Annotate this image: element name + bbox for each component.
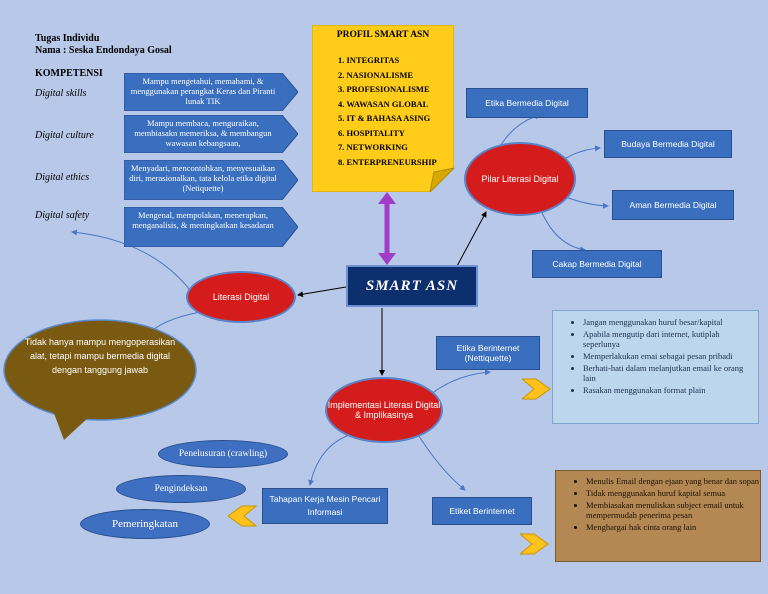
mesin-pencari-label: Tahapan Kerja Mesin Pencari Informasi	[262, 488, 388, 524]
kompetensi-heading: KOMPETENSI	[35, 68, 103, 79]
etika-berinternet-label: Etika Berinternet (Nettiquette)	[436, 336, 540, 370]
literasi-digital-node: Literasi Digital	[186, 271, 296, 323]
etika-point: Berhati-hati dalam melanjutkan email ke …	[583, 363, 758, 383]
etiket-point: Menulis Email dengan ejaan yang benar da…	[586, 476, 760, 486]
chevron-arrow-icon	[520, 373, 552, 401]
etika-points-box: Jangan menggunakan huruf besar/kapital A…	[552, 310, 759, 424]
profil-item: 6. HOSPITALITY	[338, 127, 405, 138]
chevron-arrow-icon	[518, 528, 550, 556]
pilar-item-aman: Aman Bermedia Digital	[612, 190, 734, 220]
competency-label: Digital safety	[35, 210, 90, 221]
implementasi-node: Implementasi Literasi Digital & Implikas…	[325, 377, 443, 443]
profil-item: 3. PROFESIONALISME	[338, 84, 430, 94]
profil-list: 1. INTEGRITAS 2. NASIONALISME 3. PROFESI…	[338, 53, 437, 169]
profil-title: PROFIL SMART ASN	[336, 30, 430, 40]
student-name: Nama : Seska Endondaya Gosal	[35, 45, 172, 56]
etika-point: Apabila mengutip dari internet, kutiplah…	[583, 329, 758, 349]
profil-item: 1. INTEGRITAS	[338, 55, 400, 65]
etiket-point: Menghargai hak cinta orang lain	[586, 522, 760, 532]
competency-label: Digital culture	[35, 130, 94, 141]
etika-point: Rasakan menggunakan format plain	[583, 385, 758, 395]
profil-item: 2. NASIONALISME	[338, 69, 414, 80]
etiket-berinternet-label: Etiket Berinternet	[432, 497, 532, 525]
profil-item: 8. ENTERPRENEURSHIP	[338, 156, 437, 167]
competency-arrow: Mengenal, mempolakan, menerapkan, mengan…	[124, 207, 298, 247]
etika-point: Jangan menggunakan huruf besar/kapital	[583, 317, 758, 327]
pilar-item-budaya: Budaya Bermedia Digital	[604, 130, 732, 158]
profil-item: 4. WAWASAN GLOBAL	[338, 98, 429, 109]
pilar-literasi-node: Pilar Literasi Digital	[464, 142, 576, 216]
mesin-step-ranking: Pemeringkatan	[80, 509, 210, 539]
etiket-point: Membiasakan menuliskan subject email unt…	[586, 500, 760, 520]
etiket-points-box: Menulis Email dengan ejaan yang benar da…	[555, 470, 761, 562]
competency-arrow: Menyadari, mencontohkan, menyesuaikan di…	[124, 160, 298, 200]
etiket-point: Tidak menggunakan huruf kapital semua	[586, 488, 760, 498]
competency-arrow: Mampu membaca, menguraikan, membiasakn m…	[124, 115, 298, 153]
etika-point: Memperlakukan emai sebagai pesan pribadi	[583, 351, 758, 361]
chevron-arrow-icon	[227, 500, 258, 528]
mesin-step-crawling: Penelusuran (crawling)	[158, 440, 288, 468]
competency-label: Digital ethics	[35, 172, 90, 183]
pilar-item-etika: Etika Bermedia Digital	[466, 88, 588, 118]
pilar-item-cakap: Cakap Bermedia Digital	[532, 250, 662, 278]
profil-item: 7. NETWORKING	[338, 142, 408, 152]
assignment-title: Tugas Individu	[35, 33, 100, 44]
literasi-note-bubble: Tidak hanya mampu mengoperasikan alat, t…	[2, 318, 200, 440]
mesin-step-indexing: Pengindeksan	[116, 475, 246, 503]
literasi-note-text: Tidak hanya mampu mengoperasikan alat, t…	[24, 337, 176, 375]
competency-arrow: Mampu mengetahui, memahami, & menggunaka…	[124, 73, 298, 111]
profil-note: PROFIL SMART ASN 1. INTEGRITAS 2. NASION…	[312, 25, 454, 192]
etika-points-list: Jangan menggunakan huruf besar/kapital A…	[553, 311, 758, 395]
profil-item: 5. IT & BAHASA ASING	[338, 113, 431, 123]
competency-label: Digital skills	[35, 88, 87, 99]
smart-asn-center: SMART ASN	[346, 265, 478, 307]
etiket-points-list: Menulis Email dengan ejaan yang benar da…	[556, 471, 760, 532]
